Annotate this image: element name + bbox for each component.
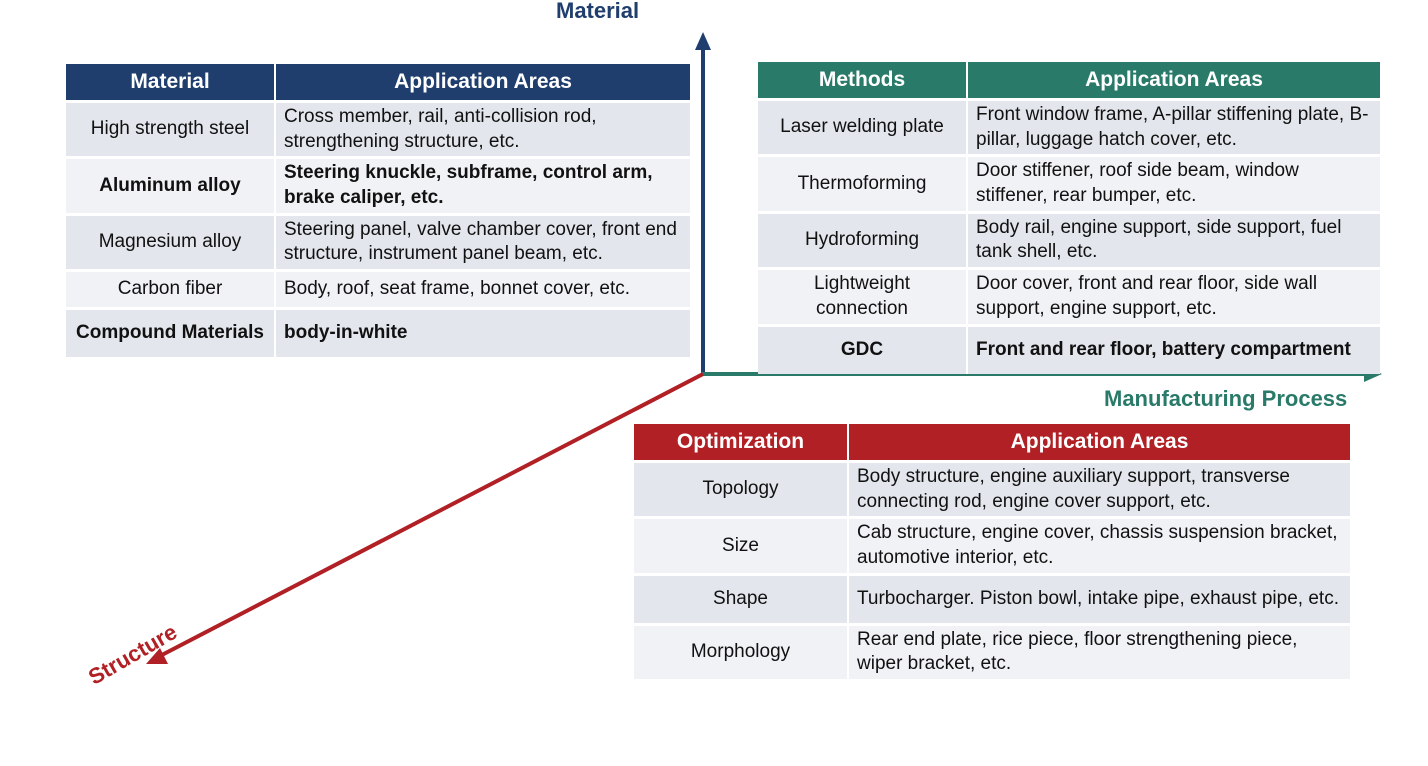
row-key: Aluminum alloy [66, 156, 276, 213]
row-value: Front window frame, A-pillar stiffening … [968, 98, 1380, 155]
header-application-areas: Application Areas [276, 64, 690, 100]
row-key: Carbon fiber [66, 269, 276, 308]
table-row: Carbon fiber Body, roof, seat frame, bon… [66, 269, 690, 308]
table-row: Laser welding plate Front window frame, … [758, 98, 1380, 155]
table-row: Magnesium alloy Steering panel, valve ch… [66, 212, 690, 270]
material-table: Material Application Areas High strength… [66, 64, 690, 358]
manufacturing-axis-label: Manufacturing Process [1104, 386, 1348, 411]
row-key: Topology [634, 460, 849, 517]
row-value: Rear end plate, rice piece, floor streng… [849, 622, 1350, 680]
row-value: Door stiffener, roof side beam, window s… [968, 154, 1380, 211]
table-row: Topology Body structure, engine auxiliar… [634, 460, 1350, 517]
structure-axis-arrow [146, 648, 168, 664]
structure-axis-line [157, 372, 704, 659]
row-key: GDC [758, 323, 968, 374]
table-row: Lightweight connection Door cover, front… [758, 267, 1380, 324]
row-value: Door cover, front and rear floor, side w… [968, 267, 1380, 324]
row-key: Size [634, 516, 849, 573]
row-value: Cab structure, engine cover, chassis sus… [849, 516, 1350, 573]
row-key: Laser welding plate [758, 98, 968, 155]
material-table-header: Material Application Areas [66, 64, 690, 100]
row-value: Steering knuckle, subframe, control arm,… [276, 156, 690, 213]
row-key: Morphology [634, 622, 849, 680]
material-axis-label: Material [556, 0, 640, 23]
row-key: High strength steel [66, 100, 276, 157]
row-value: Front and rear floor, battery compartmen… [968, 323, 1380, 374]
table-row: Aluminum alloy Steering knuckle, subfram… [66, 156, 690, 213]
table-row: Morphology Rear end plate, rice piece, f… [634, 622, 1350, 680]
row-key: Thermoforming [758, 154, 968, 211]
table-row: GDC Front and rear floor, battery compar… [758, 323, 1380, 374]
table-row: Compound Materials body-in-white [66, 307, 690, 358]
row-key: Magnesium alloy [66, 212, 276, 270]
table-row: Hydroforming Body rail, engine support, … [758, 210, 1380, 268]
row-value: Body, roof, seat frame, bonnet cover, et… [276, 269, 690, 308]
table-row: High strength steel Cross member, rail, … [66, 100, 690, 157]
header-optimization: Optimization [634, 424, 849, 460]
header-application-areas: Application Areas [849, 424, 1350, 460]
row-value: Body structure, engine auxiliary support… [849, 460, 1350, 517]
table-row: Size Cab structure, engine cover, chassi… [634, 516, 1350, 573]
row-key: Compound Materials [66, 307, 276, 358]
table-row: Thermoforming Door stiffener, roof side … [758, 154, 1380, 211]
optimization-table: Optimization Application Areas Topology … [634, 424, 1350, 680]
row-value: Body rail, engine support, side support,… [968, 210, 1380, 268]
row-key: Lightweight connection [758, 267, 968, 324]
methods-table: Methods Application Areas Laser welding … [758, 62, 1380, 374]
header-material: Material [66, 64, 276, 100]
row-value: Cross member, rail, anti-collision rod, … [276, 100, 690, 157]
header-application-areas: Application Areas [968, 62, 1380, 98]
methods-table-header: Methods Application Areas [758, 62, 1380, 98]
row-key: Shape [634, 572, 849, 623]
material-axis-arrow [695, 32, 711, 50]
row-value: body-in-white [276, 307, 690, 358]
optimization-table-header: Optimization Application Areas [634, 424, 1350, 460]
header-methods: Methods [758, 62, 968, 98]
row-key: Hydroforming [758, 210, 968, 268]
row-value: Turbocharger. Piston bowl, intake pipe, … [849, 572, 1350, 623]
row-value: Steering panel, valve chamber cover, fro… [276, 212, 690, 270]
table-row: Shape Turbocharger. Piston bowl, intake … [634, 572, 1350, 623]
